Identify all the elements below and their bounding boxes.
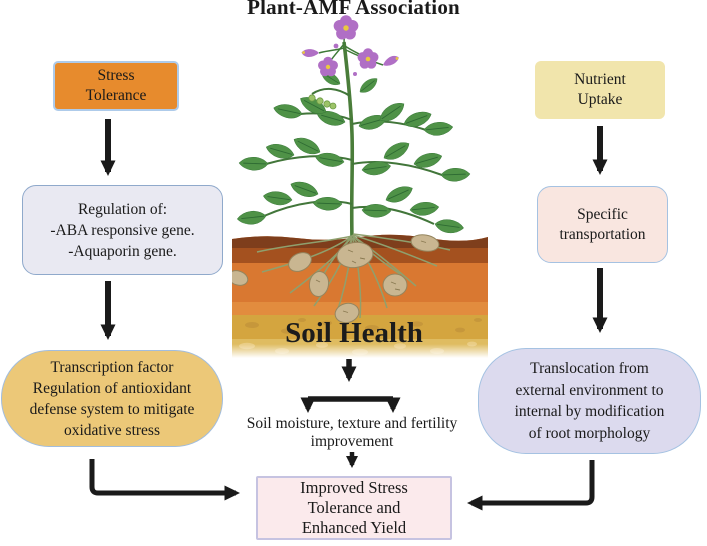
box-line: Uptake <box>577 91 623 108</box>
soil-health-label: Soil Health <box>285 317 423 349</box>
caption-line: improvement <box>310 433 394 450</box>
transcription-factor-box: Transcription factor Regulation of antio… <box>1 350 223 447</box>
improved-outcome-box: Improved Stress Tolerance and Enhanced Y… <box>256 476 452 540</box>
box-line: Regulation of antioxidant <box>32 379 192 397</box>
box-line: Stress <box>97 67 135 84</box>
box-line: Regulation of: <box>77 200 168 218</box>
box-line: transportation <box>559 225 646 243</box>
box-line: external environment to <box>515 381 664 399</box>
caption-line: Soil moisture, texture and fertility <box>246 415 458 432</box>
plant-berries <box>308 94 337 110</box>
potatoes <box>232 234 440 324</box>
stress-tolerance-box: Stress Tolerance <box>53 61 179 111</box>
box-line: defense system to mitigate <box>29 400 195 418</box>
box-line: Translocation from <box>530 360 649 377</box>
soil-illustration: Soil Health <box>232 233 488 358</box>
nutrient-uptake-box: Nutrient Uptake <box>535 61 665 119</box>
soil-improvement-caption: Soil moisture, texture and fertility imp… <box>227 415 477 451</box>
box-line: -Aquaporin gene. <box>68 242 177 260</box>
box-line: Transcription factor <box>50 358 174 376</box>
plant-soil-illustration: Soil Health <box>232 15 488 358</box>
box-line: oxidative stress <box>64 421 160 439</box>
diagram-title: Plant-AMF Association <box>247 0 460 19</box>
potato-details <box>315 240 427 313</box>
box-line: -ABA responsive gene. <box>50 221 195 239</box>
box-line: Nutrient <box>574 71 626 88</box>
specific-transportation-box: Specific transportation <box>537 186 668 263</box>
translocation-box: Translocation from external environment … <box>478 348 701 454</box>
plant-flowers <box>300 15 401 77</box>
box-line: internal by modification <box>514 403 665 420</box>
arrow-transcription-to-outcome <box>89 459 240 501</box>
plant-illustration <box>236 15 471 239</box>
box-line: Tolerance <box>85 87 147 104</box>
box-line: Specific <box>577 205 628 223</box>
soil-pebbles-dark <box>245 318 482 334</box>
box-line: Improved Stress <box>300 478 408 497</box>
arrow-translocation-to-outcome <box>467 460 595 511</box>
gene-regulation-box: Regulation of: -ABA responsive gene. -Aq… <box>22 185 223 275</box>
box-line: Enhanced Yield <box>301 518 407 537</box>
box-line: of root morphology <box>528 424 651 442</box>
box-line: Tolerance and <box>307 498 401 517</box>
